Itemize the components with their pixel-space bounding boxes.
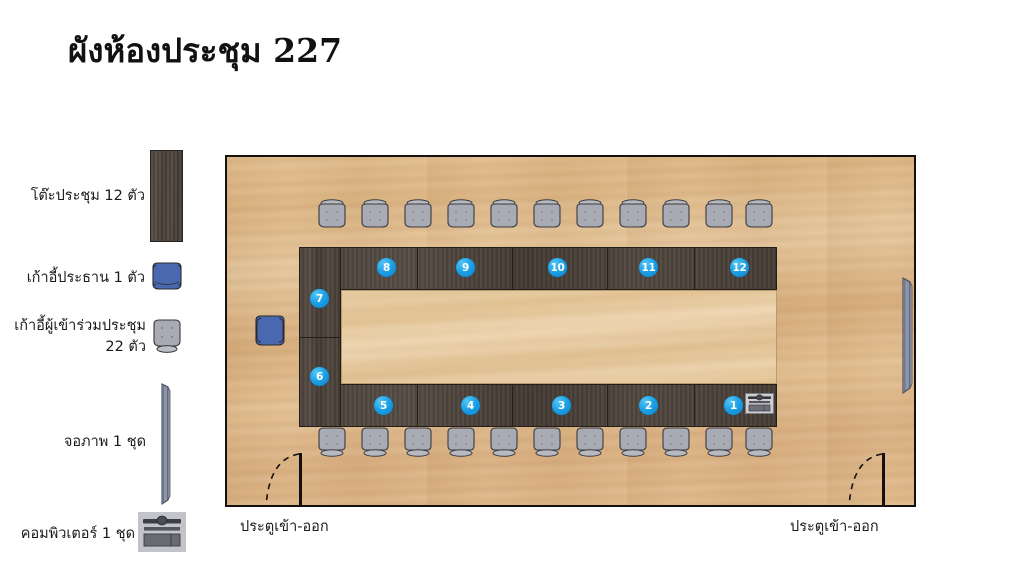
table-seam xyxy=(512,384,513,427)
attendee-chair-bottom-8[interactable] xyxy=(616,424,650,462)
computer-icon xyxy=(138,512,186,552)
door-left-leaf[interactable] xyxy=(299,453,302,505)
attendee-chair-bottom-5[interactable] xyxy=(487,424,521,462)
seat-badge-5[interactable]: 5 xyxy=(374,396,393,415)
attendee-chair-top-9[interactable] xyxy=(659,197,693,235)
table-top-bar xyxy=(299,247,777,290)
attendee-chair-bottom-7[interactable] xyxy=(573,424,607,462)
attendee-chair-bottom-6[interactable] xyxy=(530,424,564,462)
attendee-chair-bottom-1[interactable] xyxy=(315,424,349,462)
seat-badge-6[interactable]: 6 xyxy=(310,367,329,386)
attendee-chair-top-11[interactable] xyxy=(742,197,776,235)
computer-on-table-icon[interactable] xyxy=(745,393,774,414)
legend-label-chairman-chair: เก้าอี้ประธาน 1 ตัว xyxy=(26,270,145,286)
attendee-chair-bottom-11[interactable] xyxy=(742,424,776,462)
door-right-swing-arc xyxy=(848,453,883,505)
seat-badge-9[interactable]: 9 xyxy=(456,258,475,277)
table-seam xyxy=(694,247,695,290)
attendee-chair-top-8[interactable] xyxy=(616,197,650,235)
display-screen-icon xyxy=(155,382,177,511)
attendee-chair-top-2[interactable] xyxy=(358,197,392,235)
conference-table-icon xyxy=(150,150,183,242)
door-right-label: ประตูเข้า-ออก xyxy=(790,519,879,535)
display-screen-plan[interactable] xyxy=(899,277,914,399)
legend-label-attendee-chair: เก้าอี้ผู้เข้าร่วมประชุม 22 ตัว xyxy=(14,318,146,356)
seat-badge-12[interactable]: 12 xyxy=(730,258,749,277)
attendee-chair-top-1[interactable] xyxy=(315,197,349,235)
legend-label-computer: คอมพิวเตอร์ 1 ชุด xyxy=(20,526,135,542)
chairman-chair-plan[interactable] xyxy=(251,312,289,352)
seat-badge-3[interactable]: 3 xyxy=(552,396,571,415)
attendee-chair-top-4[interactable] xyxy=(444,197,478,235)
attendee-chair-top-6[interactable] xyxy=(530,197,564,235)
seat-badge-11[interactable]: 11 xyxy=(639,258,658,277)
table-seam xyxy=(417,384,418,427)
seat-badge-8[interactable]: 8 xyxy=(377,258,396,277)
table-seam xyxy=(607,384,608,427)
attendee-chair-bottom-4[interactable] xyxy=(444,424,478,462)
attendee-chair-bottom-2[interactable] xyxy=(358,424,392,462)
seat-badge-10[interactable]: 10 xyxy=(548,258,567,277)
seat-badge-4[interactable]: 4 xyxy=(461,396,480,415)
attendee-chair-top-5[interactable] xyxy=(487,197,521,235)
table-seam xyxy=(299,337,341,338)
page-title: ผังห้องประชุม 227 xyxy=(68,31,343,70)
meeting-room-floor: 8 9 10 11 12 7 6 5 4 3 2 1 xyxy=(225,155,916,507)
legend-label-table: โต๊ะประชุม 12 ตัว xyxy=(30,188,145,204)
seat-badge-7[interactable]: 7 xyxy=(310,289,329,308)
attendee-chair-bottom-10[interactable] xyxy=(702,424,736,462)
door-left-swing-arc xyxy=(265,453,300,505)
seat-badge-2[interactable]: 2 xyxy=(639,396,658,415)
attendee-chair-top-3[interactable] xyxy=(401,197,435,235)
door-left-label: ประตูเข้า-ออก xyxy=(240,519,329,535)
table-bottom-bar xyxy=(299,384,777,427)
attendee-chair-bottom-3[interactable] xyxy=(401,424,435,462)
table-inner-surface xyxy=(341,290,777,384)
table-seam xyxy=(417,247,418,290)
chairman-chair-icon xyxy=(148,258,186,296)
legend-label-screen: จอภาพ 1 ชุด xyxy=(63,434,146,450)
table-seam xyxy=(607,247,608,290)
attendee-chair-top-10[interactable] xyxy=(702,197,736,235)
attendee-chair-bottom-9[interactable] xyxy=(659,424,693,462)
table-seam xyxy=(512,247,513,290)
attendee-chair-top-7[interactable] xyxy=(573,197,607,235)
table-seam xyxy=(694,384,695,427)
door-right-leaf[interactable] xyxy=(882,453,885,505)
attendee-chair-icon xyxy=(148,316,186,356)
seat-badge-1[interactable]: 1 xyxy=(724,396,743,415)
